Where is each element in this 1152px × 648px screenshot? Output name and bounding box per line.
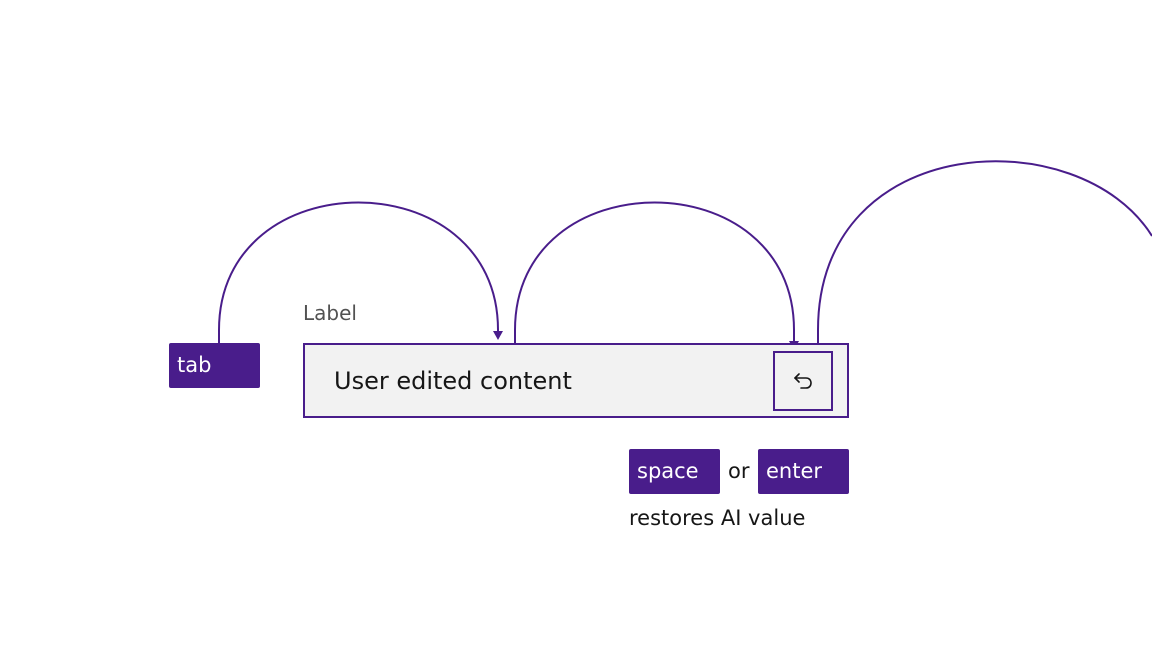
tab-key-label: tab: [177, 353, 212, 377]
focus-arrow-field-to-button: [514, 201, 795, 343]
text-input[interactable]: User edited content: [303, 343, 849, 418]
focus-arrow-tab-to-field: [218, 201, 499, 343]
enter-key: enter: [758, 449, 849, 494]
or-connector: or: [728, 459, 750, 483]
undo-icon: [794, 373, 812, 389]
revert-to-ai-button[interactable]: [773, 351, 833, 411]
action-description: restores AI value: [629, 506, 806, 530]
tab-key: tab: [169, 343, 260, 388]
space-key-label: space: [637, 459, 699, 483]
space-key: space: [629, 449, 720, 494]
enter-key-label: enter: [766, 459, 823, 483]
field-label: Label: [303, 301, 357, 325]
focus-arrow-head: [493, 331, 503, 340]
focus-arrow-button-to-next: [817, 160, 1152, 351]
text-input-value: User edited content: [334, 367, 572, 395]
